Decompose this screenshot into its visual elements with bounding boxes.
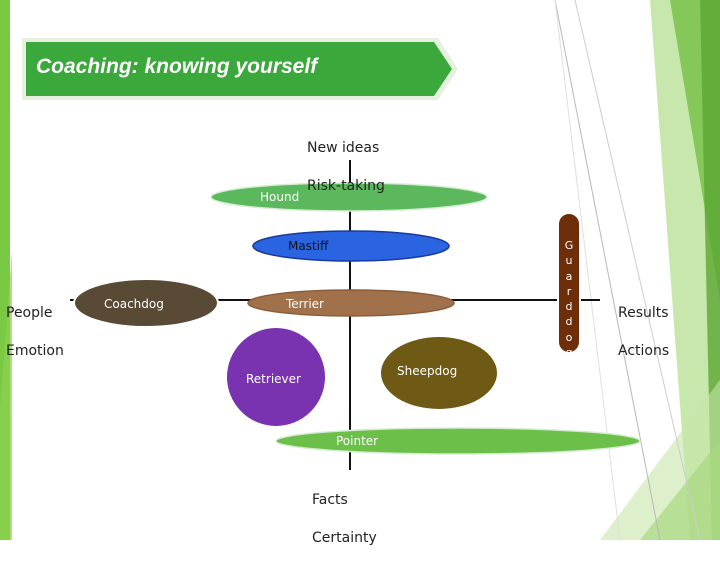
guarddog-letter: u	[565, 254, 573, 268]
axis-right-line-2: Actions	[618, 343, 670, 359]
hound-oval	[210, 182, 488, 212]
guarddog-letter: g	[565, 346, 573, 360]
coachdog-oval	[73, 278, 219, 328]
axis-bottom-label: Facts Certainty	[312, 472, 377, 567]
coachdog-label: Coachdog	[104, 297, 164, 311]
terrier-label: Terrier	[286, 297, 324, 311]
axis-bottom-line-1: Facts	[312, 492, 348, 508]
diagram-shapes	[73, 182, 641, 455]
guarddog-letter: G	[564, 239, 574, 252]
guarddog-letter: d	[565, 315, 573, 329]
axis-top-label: New ideas Risk-taking	[307, 120, 385, 215]
sheepdog-oval	[379, 335, 499, 411]
title-banner: Coaching: knowing yourself	[22, 38, 460, 100]
pointer-oval	[275, 427, 641, 455]
mastiff-oval	[252, 230, 450, 262]
axis-right-line-1: Results	[618, 305, 669, 321]
guarddog-letter: o	[565, 330, 573, 344]
guarddog-letter: d	[565, 300, 573, 314]
retriever-label: Retriever	[246, 372, 301, 386]
axis-bottom-line-2: Certainty	[312, 530, 377, 546]
axis-top-line-1: New ideas	[307, 140, 380, 156]
title-banner-shape	[22, 38, 458, 100]
guarddog-letter: a	[565, 269, 573, 283]
guarddog-bar	[557, 212, 581, 354]
retriever-circle	[225, 326, 327, 428]
sheepdog-label: Sheepdog	[397, 364, 458, 378]
terrier-oval	[247, 289, 455, 317]
axis-left-label: People Emotion	[6, 285, 64, 380]
hound-label: Hound	[260, 190, 300, 204]
guarddog-letter: r	[566, 284, 572, 298]
axis-top-line-2: Risk-taking	[307, 178, 385, 194]
mastiff-label: Mastiff	[288, 239, 329, 253]
axis-right-label: Results Actions	[618, 285, 669, 380]
axis-left-line-1: People	[6, 305, 53, 321]
pointer-label: Pointer	[336, 434, 379, 448]
axis-left-line-2: Emotion	[6, 343, 64, 359]
page-title: Coaching: knowing yourself	[36, 55, 318, 78]
